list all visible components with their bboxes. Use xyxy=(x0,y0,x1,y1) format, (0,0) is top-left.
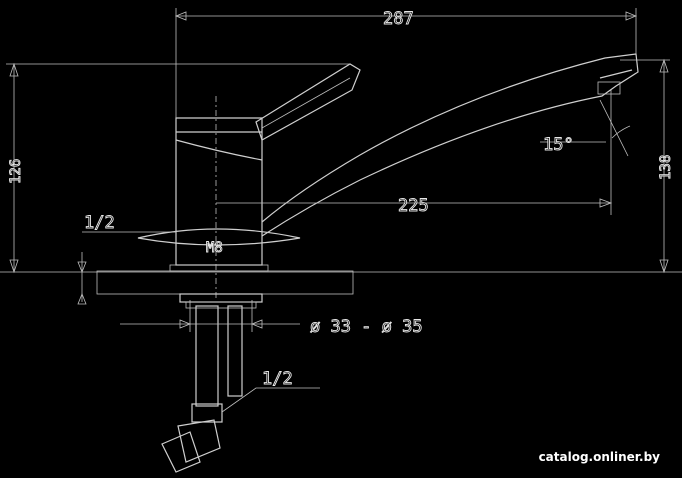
mounting-nut xyxy=(179,293,263,309)
spout-angle-label: 15° xyxy=(543,135,574,155)
lever-handle xyxy=(255,63,361,141)
height-dimension-label: 126 xyxy=(8,159,24,184)
thread-top-label: 1/2 xyxy=(84,213,115,233)
hose-thread-leader xyxy=(221,387,320,413)
threaded-stud xyxy=(227,305,243,397)
width-dimension-label: 287 xyxy=(383,9,414,29)
spout-height-dimension-label: 138 xyxy=(658,155,674,180)
countertop-section xyxy=(96,270,354,295)
flexible-hose xyxy=(195,305,219,407)
watermark: catalog.onliner.by xyxy=(539,450,661,464)
thread-bottom-label: M8 xyxy=(206,240,223,256)
hose-thread-label: 1/2 xyxy=(262,369,293,389)
mount-hole-label: ø 33 - ø 35 xyxy=(310,317,423,337)
swivel-spout xyxy=(261,53,639,237)
hose-connector xyxy=(161,403,223,473)
reach-dimension-label: 225 xyxy=(398,196,429,216)
base-flange xyxy=(137,228,301,246)
